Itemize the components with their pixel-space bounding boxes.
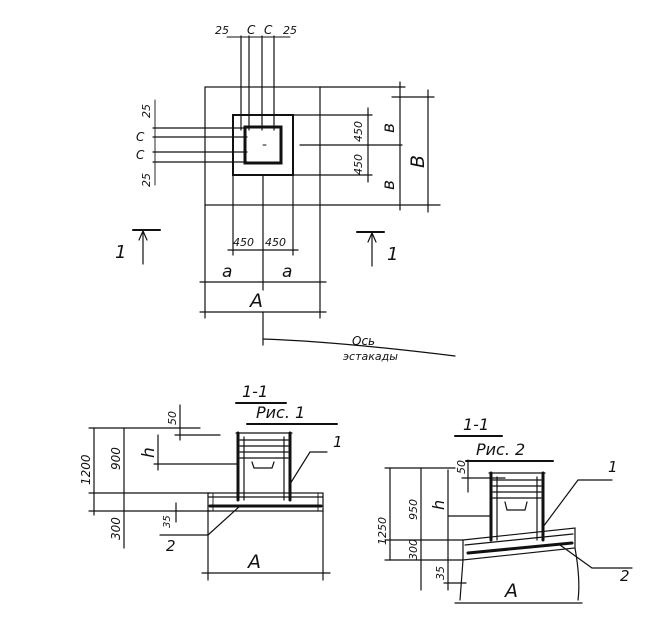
- fig1-slab: [207, 492, 324, 512]
- plan-bottom-dim-a-left: а: [222, 262, 232, 282]
- plan-right-dimension-lines: [292, 81, 441, 213]
- section-mark-right-number: 1: [387, 244, 398, 265]
- plan-axis-label-line2: эстакады: [343, 350, 398, 363]
- fig1-callout-1-leader: [289, 451, 328, 485]
- plan-axis-label-line1: Ось: [352, 334, 375, 348]
- plan-right-dim-450-bottom: 450: [352, 154, 365, 175]
- fig1-dim-35: 35: [162, 515, 173, 528]
- fig1-caption: Рис. 1: [256, 403, 305, 422]
- fig1-dim-1200: 1200: [79, 454, 93, 485]
- plan-bottom-dim-A: А: [248, 290, 263, 312]
- plan-left-dim-25-bottom: 25: [140, 173, 153, 187]
- section-mark-left-symbol: [132, 229, 161, 265]
- fig1-callout-2: 2: [166, 537, 176, 555]
- plan-top-extension-lines: [226, 35, 291, 131]
- fig2-dim-35: 35: [434, 566, 447, 580]
- fig1-dimension-lines: [88, 404, 239, 549]
- fig2-section: 1-1 Рис. 2: [376, 415, 633, 604]
- fig1-dim-h: h: [139, 447, 159, 458]
- plan-column-inner: [243, 125, 283, 165]
- fig2-column: [488, 471, 546, 542]
- plan-view: 25 C C 25 25 C C 25 450 450 в: [115, 23, 456, 363]
- fig2-caption: Рис. 2: [476, 440, 525, 459]
- plan-right-dim-450-top: 450: [352, 121, 365, 142]
- plan-top-dim-25-right: 25: [283, 24, 297, 37]
- fig1-column: [235, 431, 293, 502]
- fig2-dimension-lines: [384, 459, 506, 591]
- fig2-callout-2: 2: [620, 567, 630, 585]
- plan-right-dim-b-top: в: [379, 123, 399, 133]
- fig2-dim-1250: 1250: [376, 517, 389, 545]
- plan-left-dim-25-top: 25: [140, 104, 153, 118]
- plan-left-dim-c-1: C: [136, 130, 145, 144]
- plan-bottom-dimension-lines: [199, 174, 327, 319]
- fig2-callout-1-leader: [542, 479, 613, 528]
- fig2-width-label: А: [503, 580, 518, 602]
- plan-bottom-dim-450-left: 450: [233, 236, 254, 249]
- plan-top-dim-25-left: 25: [215, 24, 229, 37]
- fig2-dim-950: 950: [407, 499, 420, 520]
- section-mark-left-number: 1: [115, 242, 126, 263]
- fig1-width-dimension: [201, 510, 331, 581]
- plan-left-extension-lines: [152, 99, 248, 186]
- plan-right-dim-b-bottom: в: [379, 180, 399, 190]
- fig2-callout-1: 1: [608, 458, 618, 476]
- fig2-dim-300: 300: [407, 539, 420, 560]
- fig2-dim-h: h: [429, 500, 448, 510]
- fig1-dim-50: 50: [166, 411, 179, 425]
- fig1-section-label: 1-1: [242, 382, 268, 401]
- plan-right-dim-B: В: [407, 155, 429, 168]
- plan-axis-leader: [262, 338, 456, 357]
- fig2-dim-50: 50: [455, 460, 468, 474]
- fig1-width-label: А: [246, 551, 261, 573]
- fig1-section: 1-1 Рис. 1: [79, 382, 343, 581]
- fig2-slab: [459, 527, 580, 601]
- section-mark-right-symbol: [356, 231, 385, 267]
- plan-bottom-dim-a-right: а: [282, 262, 292, 282]
- fig1-dim-300: 300: [109, 517, 123, 540]
- plan-top-dim-c-2: C: [264, 23, 273, 37]
- fig1-dim-900: 900: [109, 447, 123, 470]
- plan-top-dim-c-1: C: [247, 23, 256, 37]
- plan-bottom-dim-450-right: 450: [265, 236, 286, 249]
- plan-left-dim-c-2: C: [136, 148, 145, 162]
- fig2-callout-2-leader: [559, 544, 633, 569]
- fig2-section-label: 1-1: [463, 415, 489, 434]
- fig1-callout-1: 1: [333, 433, 343, 451]
